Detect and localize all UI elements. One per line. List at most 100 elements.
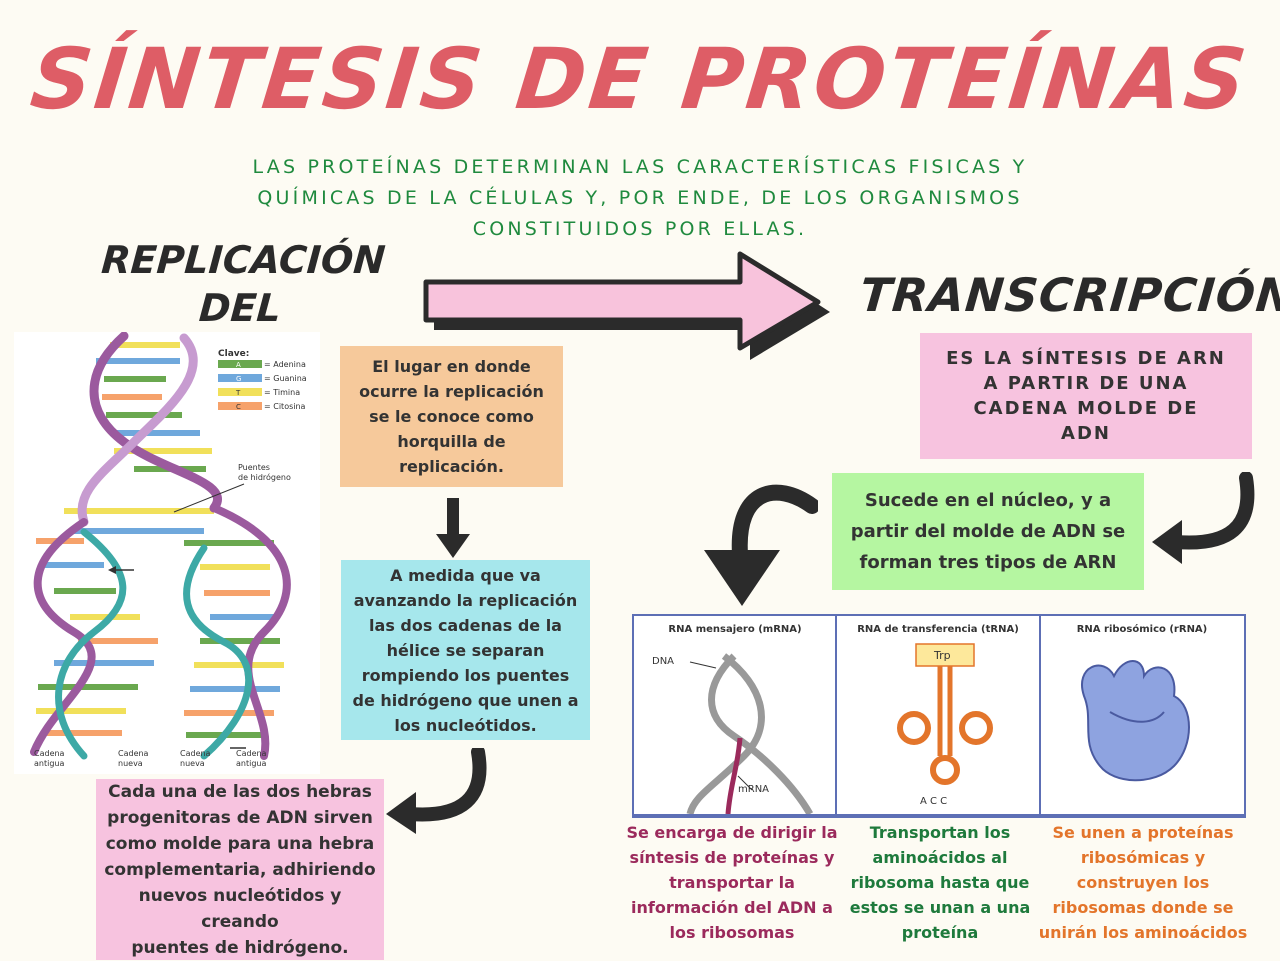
text-line: A PARTIR DE UNA xyxy=(983,373,1189,394)
base-pairs xyxy=(36,342,284,738)
curved-arrow-left xyxy=(386,748,487,834)
text-line: unirán los aminoácidos xyxy=(1038,923,1248,942)
trna-illustration xyxy=(897,643,993,785)
text-line: horquilla de xyxy=(397,432,506,451)
text-line: Cada una de las dos hebras xyxy=(108,781,372,802)
curved-arrow-down xyxy=(704,484,818,606)
key-letter: C xyxy=(236,403,241,411)
text-line: A medida que va xyxy=(390,565,541,585)
text-line: hélice se separan xyxy=(386,640,545,660)
replication-fork-box: El lugar en donde ocurre la replicación … xyxy=(340,346,563,487)
trna-title: RNA de transferencia (tRNA) xyxy=(857,624,1019,635)
down-arrow xyxy=(436,498,470,558)
strand-label: Cadena xyxy=(118,749,149,758)
strand-label: Cadena xyxy=(34,749,65,758)
mrna-label: mRNA xyxy=(738,784,769,795)
upper-helix-strand xyxy=(89,332,222,513)
text-line: construyen los xyxy=(1076,873,1210,892)
rrna-illustration xyxy=(1081,660,1190,782)
bridge-label: Puentes xyxy=(238,463,270,472)
intro-line: CONSTITUIDOS POR ELLAS. xyxy=(472,218,808,240)
text-line: Se encarga de dirigir la xyxy=(626,823,838,842)
text-line: ADN xyxy=(1061,423,1111,444)
acc-label: A C C xyxy=(920,796,947,807)
key-label: = Citosina xyxy=(264,402,306,411)
dna-label: DNA xyxy=(652,656,674,667)
nucleus-box: Sucede en el núcleo, y a partir del mold… xyxy=(832,473,1144,590)
text-line: los ribosomas xyxy=(669,923,795,942)
fork-arrow-head xyxy=(108,566,116,574)
strand-label: antigua xyxy=(236,759,266,768)
replication-heading-line: REPLICACIÓN DEL xyxy=(99,238,387,330)
main-arrow-body xyxy=(423,251,821,351)
strand-label: antigua xyxy=(34,759,64,768)
rna-panel-figure: DNA mRNA Trp A C C xyxy=(652,616,1190,814)
template-strand-box: Cada una de las dos hebras progenitoras … xyxy=(96,779,384,960)
text-line: las dos cadenas de la xyxy=(369,615,562,635)
text-line: aminoácidos al xyxy=(872,848,1008,867)
text-line: forman tres tipos de ARN xyxy=(859,552,1117,573)
key-label: = Guanina xyxy=(264,374,307,383)
text-line: los nucleótidos. xyxy=(394,715,537,735)
key-letter: G xyxy=(236,375,241,383)
key-row-c: C = Citosina xyxy=(218,402,306,411)
text-line: transportar la xyxy=(669,873,795,892)
key-label: = Timina xyxy=(264,388,300,397)
key-letter: T xyxy=(235,389,241,397)
key-row-g: G = Guanina xyxy=(218,374,307,383)
rna-types-panel: DNA mRNA Trp A C C RNA mensajero (mRNA) … xyxy=(632,614,1246,818)
text-line: ribosómicas y xyxy=(1080,848,1206,867)
right-strand-old xyxy=(210,504,291,760)
text-line: partir del molde de ADN se xyxy=(850,521,1126,542)
trp-label: Trp xyxy=(933,649,951,662)
main-arrow xyxy=(423,251,830,360)
strand-label: Cadena xyxy=(236,749,267,758)
mrna-description: Se encarga de dirigir la síntesis de pro… xyxy=(622,820,842,945)
dna-backbones xyxy=(30,332,291,760)
strand-label: nueva xyxy=(118,759,143,768)
text-line: síntesis de proteínas y xyxy=(629,848,835,867)
mrna-title: RNA mensajero (mRNA) xyxy=(668,624,802,635)
text-line: ES LA SÍNTESIS DE ARN xyxy=(946,348,1226,369)
key-row-t: T = Timina xyxy=(218,388,300,397)
dna-replication-figure: Clave: A = Adenina G = Guanina T = Timin… xyxy=(14,332,320,774)
key-row-a: A = Adenina xyxy=(218,360,306,369)
key-title: Clave: xyxy=(218,349,249,359)
intro-line: QUÍMICAS DE LA CÉLULAS Y, POR ENDE, DE L… xyxy=(257,187,1023,209)
text-line: puentes de hidrógeno. xyxy=(131,937,349,958)
text-line: progenitoras de ADN sirven xyxy=(107,807,373,828)
text-line: ocurre la replicación xyxy=(359,382,544,401)
text-line: rompiendo los puentes xyxy=(361,665,570,685)
text-line: como molde para una hebra xyxy=(105,833,375,854)
right-strand-new xyxy=(183,544,253,760)
text-line: complementaria, adhiriendo xyxy=(104,859,376,880)
text-line: avanzando la replicación xyxy=(353,590,578,610)
text-line: estos se unan a una xyxy=(849,898,1031,917)
transcription-definition-box: ES LA SÍNTESIS DE ARN A PARTIR DE UNA CA… xyxy=(920,333,1252,459)
text-line: ribosoma hasta que xyxy=(850,873,1030,892)
text-line: Sucede en el núcleo, y a xyxy=(864,490,1112,511)
text-line: nuevos nucleótidos y creando xyxy=(138,885,342,932)
helix-separation-box: A medida que va avanzando la replicación… xyxy=(341,560,590,740)
bridge-pointer xyxy=(173,483,245,513)
left-strand-new xyxy=(55,528,127,760)
rrna-title: RNA ribosómico (rRNA) xyxy=(1076,624,1208,635)
upper-helix-strand xyxy=(77,333,198,527)
curved-arrow-right xyxy=(1152,472,1255,564)
key-label: = Adenina xyxy=(264,360,306,369)
text-line: El lugar en donde xyxy=(372,357,531,376)
strand-label: nueva xyxy=(180,759,205,768)
text-line: Transportan los xyxy=(869,823,1011,842)
text-line: CADENA MOLDE DE xyxy=(973,398,1199,419)
intro-line: LAS PROTEÍNAS DETERMINAN LAS CARACTERÍST… xyxy=(252,156,1028,178)
rrna-description: Se unen a proteínas ribosómicas y constr… xyxy=(1036,820,1250,945)
strand-label: Cadena xyxy=(180,749,211,758)
text-line: proteína xyxy=(901,923,979,942)
transcription-heading: TRANSCRIPCIÓN xyxy=(857,268,1280,322)
trna-description: Transportan los aminoácidos al ribosoma … xyxy=(846,820,1034,945)
intro-text: LAS PROTEÍNAS DETERMINAN LAS CARACTERÍST… xyxy=(200,152,1080,245)
text-line: ribosomas donde se xyxy=(1052,898,1234,917)
text-line: información del ADN a xyxy=(631,898,833,917)
mrna-illustration xyxy=(686,653,814,814)
bridge-label: de hidrógeno xyxy=(238,472,291,482)
